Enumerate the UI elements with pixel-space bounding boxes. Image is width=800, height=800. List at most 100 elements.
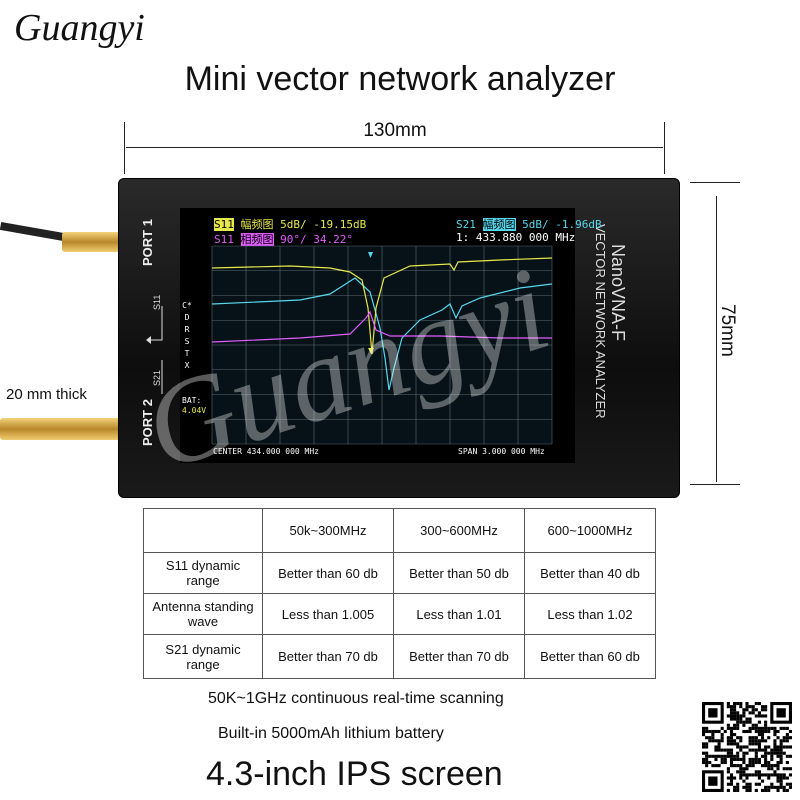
menu-item[interactable]: C* — [182, 301, 192, 310]
qr-module — [764, 720, 768, 724]
qr-module — [717, 742, 721, 746]
qr-module — [770, 751, 774, 755]
qr-module — [770, 754, 774, 758]
feature-screen: 4.3-inch IPS screen — [206, 755, 503, 793]
s21-trace — [211, 277, 553, 391]
qr-module — [751, 723, 755, 727]
qr-module — [733, 723, 737, 727]
qr-module — [764, 754, 768, 758]
qr-module — [733, 702, 737, 706]
qr-module — [748, 760, 752, 765]
qr-module — [754, 757, 758, 761]
qr-module — [751, 764, 755, 768]
qr-module — [742, 745, 746, 749]
qr-module — [767, 736, 771, 740]
qr-module — [736, 770, 740, 774]
qr-module — [736, 751, 740, 755]
qr-module — [702, 757, 706, 761]
table-row: Antenna standing wave Less than 1.005 Le… — [143, 593, 656, 635]
qr-module — [702, 733, 706, 737]
qr-code[interactable] — [702, 702, 792, 792]
qr-module — [757, 702, 761, 706]
qr-module — [748, 785, 752, 789]
qr-module — [764, 748, 768, 752]
qr-module — [770, 785, 774, 789]
qr-module — [711, 729, 715, 734]
qr-module — [736, 788, 740, 792]
qr-module — [729, 773, 734, 777]
qr-module — [779, 785, 783, 789]
qr-module — [726, 754, 730, 758]
qr-module — [782, 773, 786, 777]
qr-module — [764, 745, 768, 749]
qr-module — [754, 770, 758, 774]
qr-module — [726, 748, 730, 752]
qr-module — [729, 782, 734, 786]
qr-module — [733, 714, 737, 718]
qr-module — [760, 748, 765, 752]
qr-module — [723, 757, 727, 761]
qr-module — [767, 729, 771, 734]
qr-module — [720, 733, 724, 737]
qr-module — [788, 773, 792, 777]
qr-module — [782, 776, 786, 780]
qr-module — [754, 714, 758, 718]
qr-module — [751, 708, 755, 712]
qr-module — [736, 782, 740, 786]
qr-module — [776, 751, 780, 755]
table-cell: Less than 1.005 — [262, 593, 394, 635]
qr-module — [767, 745, 771, 749]
qr-module — [773, 726, 777, 730]
qr-module — [723, 760, 727, 765]
qr-module — [779, 754, 783, 758]
qr-module — [742, 785, 746, 789]
qr-module — [729, 705, 734, 709]
phase-trace — [211, 310, 552, 343]
qr-module — [764, 760, 768, 765]
table-cell: S21 dynamic range — [143, 634, 263, 679]
table-header-cell: 50k~300MHz — [262, 508, 394, 553]
menu-item[interactable]: D — [184, 313, 190, 322]
qr-module — [742, 779, 746, 783]
menu-item[interactable]: T — [184, 349, 190, 358]
qr-module — [748, 729, 752, 734]
menu-item[interactable]: X — [184, 361, 190, 370]
table-cell: Better than 60 db — [524, 634, 656, 679]
qr-module — [736, 723, 740, 727]
qr-module — [708, 739, 712, 743]
menu-item[interactable]: S — [184, 337, 190, 346]
width-dim-tick-right — [664, 122, 665, 174]
qr-module — [757, 714, 761, 718]
qr-module — [779, 776, 783, 780]
qr-module — [767, 764, 771, 768]
qr-module — [767, 726, 771, 730]
qr-module — [726, 770, 730, 774]
table-cell: S11 dynamic range — [143, 552, 263, 594]
qr-module — [745, 717, 749, 721]
qr-module — [785, 782, 789, 786]
qr-module — [767, 767, 771, 771]
qr-module — [760, 736, 765, 740]
qr-module — [720, 760, 724, 765]
qr-module — [711, 739, 715, 743]
menu-item[interactable]: R — [184, 325, 190, 334]
qr-module — [729, 714, 734, 718]
qr-module — [720, 739, 724, 743]
qr-module — [748, 748, 752, 752]
qr-module — [729, 733, 734, 737]
qr-module — [729, 708, 734, 712]
qr-module — [757, 770, 761, 774]
qr-module — [733, 708, 737, 712]
table-cell: Better than 40 db — [524, 552, 656, 594]
screen-menu[interactable]: C* D R S T X — [182, 300, 192, 372]
qr-module — [739, 736, 743, 740]
device-model-label: NanoVNA-F — [608, 244, 628, 342]
qr-module — [754, 773, 758, 777]
qr-module — [739, 748, 743, 752]
port-signal-arrow — [146, 306, 163, 394]
qr-module — [748, 742, 752, 746]
qr-module — [760, 708, 765, 712]
qr-module — [776, 788, 780, 792]
qr-module — [708, 754, 712, 758]
qr-module — [764, 708, 768, 712]
